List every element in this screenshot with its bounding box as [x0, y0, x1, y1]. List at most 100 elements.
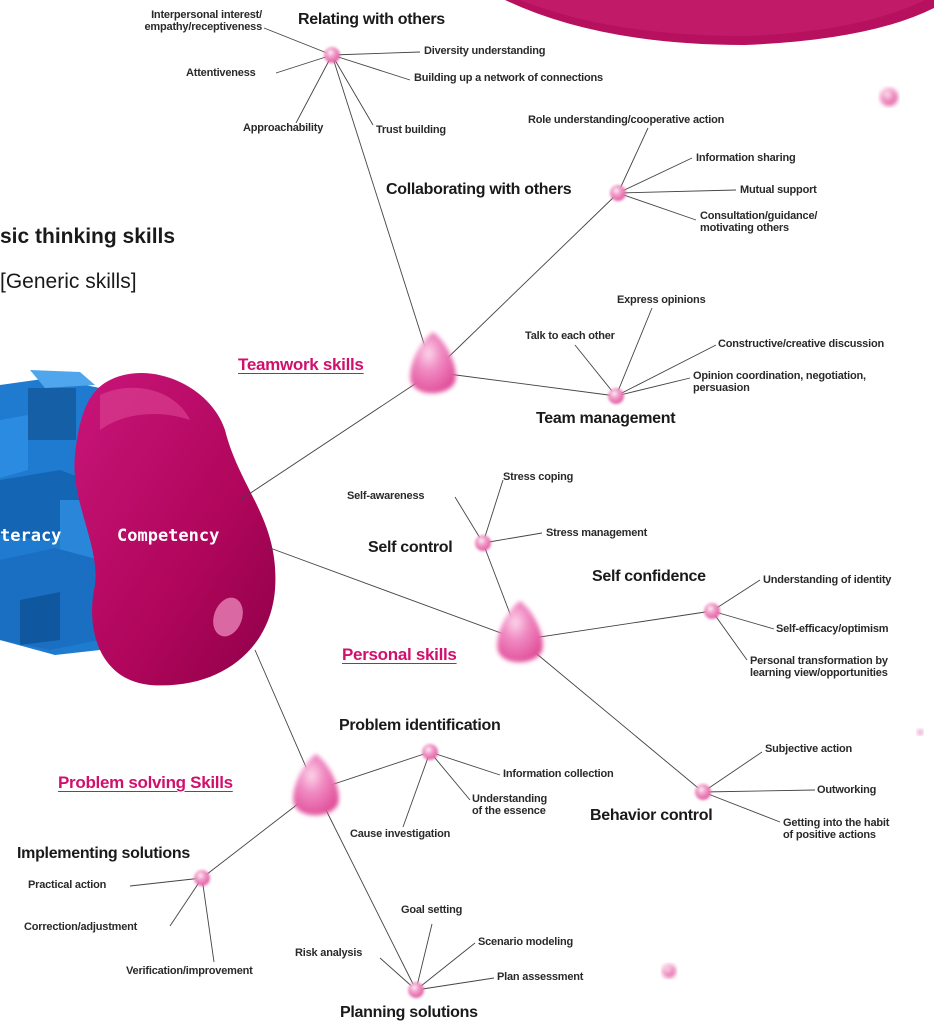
collab-item-mutual-support: Mutual support: [740, 184, 817, 196]
planning-item-scenario: Scenario modeling: [478, 936, 574, 948]
selfconf-item-identity: Understanding of identity: [763, 574, 892, 586]
selfcontrol-title: Self control: [368, 539, 453, 556]
relating-item-network: Building up a network of connections: [414, 72, 603, 84]
teamwork-skills-label: Teamwork skills: [238, 355, 364, 374]
collab-node: [610, 185, 626, 201]
team-node: [608, 388, 624, 404]
selfconf-item-transformation: Personal transformation by learning view…: [750, 655, 888, 679]
collab-item-consultation: Consultation/guidance/ motivating others: [700, 210, 818, 234]
collab-item-role: Role understanding/cooperative action: [528, 114, 725, 126]
connector-line: [711, 579, 761, 612]
implement-item-practical: Practical action: [28, 879, 107, 891]
team-item-coordination: Opinion coordination, negotiation, persu…: [693, 370, 866, 394]
selfcontrol-item-stress-coping: Stress coping: [503, 471, 574, 483]
connector-line: [201, 877, 215, 963]
connector-line: [269, 547, 521, 641]
behavior-item-outworking: Outworking: [817, 784, 877, 796]
connector-line: [615, 344, 717, 397]
implement-title: Implementing solutions: [17, 845, 190, 862]
nodes: [194, 47, 923, 998]
connector-line: [331, 54, 411, 81]
probid-item-cause: Cause investigation: [350, 828, 451, 840]
connector-line: [432, 371, 617, 397]
connector-line: [239, 371, 434, 501]
selfcontrol-node: [475, 535, 491, 551]
collab-item-info-sharing: Information sharing: [696, 152, 796, 164]
planning-title: Planning solutions: [340, 1004, 478, 1021]
connector-line: [482, 532, 543, 544]
behavior-item-subjective: Subjective action: [765, 743, 853, 755]
personal-skills-label: Personal skills: [342, 645, 457, 664]
probid-item-essence: Understanding of the essence: [472, 793, 548, 817]
personal-node: [497, 601, 543, 663]
floating-dot: [917, 729, 923, 735]
competency-block: [74, 373, 276, 686]
team-item-talk: Talk to each other: [525, 330, 615, 342]
literacy-label: teracy: [0, 526, 62, 546]
connector-line: [331, 54, 374, 126]
probid-title: Problem identification: [339, 717, 501, 734]
relating-item-attentiveness: Attentiveness: [186, 67, 256, 79]
collab-title: Collaborating with others: [386, 181, 572, 198]
connector-line: [379, 957, 417, 991]
behavior-title: Behavior control: [590, 807, 713, 824]
behavior-item-habit: Getting into the habit of positive actio…: [783, 817, 890, 841]
probid-item-info-collection: Information collection: [503, 768, 614, 780]
implement-node: [194, 870, 210, 886]
problem-solving-node: [293, 754, 339, 816]
heading-line-2: [Generic skills]: [0, 270, 137, 293]
connector-line: [432, 192, 619, 373]
connector-line: [617, 157, 693, 194]
connector-line: [429, 751, 471, 801]
selfconf-title: Self confidence: [592, 568, 706, 585]
connector-line: [331, 51, 421, 56]
connector-line: [295, 54, 333, 124]
connector-line: [402, 751, 431, 828]
selfconf-item-efficacy: Self-efficacy/optimism: [776, 623, 889, 635]
relating-title: Relating with others: [298, 11, 445, 28]
connector-line: [702, 791, 781, 823]
planning-item-risk: Risk analysis: [295, 947, 363, 959]
connector-lines: [129, 27, 816, 991]
connector-line: [263, 27, 333, 56]
connector-line: [275, 54, 333, 74]
literacy-block: [0, 370, 100, 655]
probid-node: [422, 744, 438, 760]
connector-line: [415, 923, 433, 991]
connector-line: [129, 877, 203, 887]
connector-line: [415, 977, 495, 991]
connector-line: [711, 610, 748, 661]
connector-line: [615, 307, 653, 397]
team-title: Team management: [536, 410, 676, 427]
connector-line: [454, 496, 484, 544]
connector-line: [482, 479, 504, 544]
planning-node: [408, 982, 424, 998]
connector-line: [169, 877, 203, 927]
team-item-express: Express opinions: [617, 294, 706, 306]
connector-line: [702, 751, 763, 793]
relating-item-trust: Trust building: [376, 124, 446, 136]
connector-line: [711, 610, 775, 630]
connector-line: [519, 610, 713, 641]
connector-line: [429, 751, 501, 776]
connector-line: [617, 192, 697, 221]
relating-item-approachability: Approachability: [243, 122, 324, 134]
connector-line: [574, 344, 617, 397]
relating-item-diversity: Diversity understanding: [424, 45, 546, 57]
connector-line: [617, 189, 737, 194]
team-item-constructive: Constructive/creative discussion: [718, 338, 884, 350]
relating-item-empathy: Interpersonal interest/ empathy/receptiv…: [144, 9, 263, 33]
behavior-node: [695, 784, 711, 800]
floating-dot: [662, 964, 676, 978]
heading-line-1: sic thinking skills: [0, 225, 176, 248]
problem-solving-skills-label: Problem solving Skills: [58, 773, 233, 792]
selfcontrol-item-self-awareness: Self-awareness: [347, 490, 425, 502]
connector-line: [617, 127, 649, 194]
implement-item-verification: Verification/improvement: [126, 965, 253, 977]
planning-item-goal: Goal setting: [401, 904, 463, 916]
teamwork-node: [410, 332, 456, 394]
implement-item-correction: Correction/adjustment: [24, 921, 138, 933]
connector-line: [519, 639, 704, 793]
selfconf-node: [704, 603, 720, 619]
